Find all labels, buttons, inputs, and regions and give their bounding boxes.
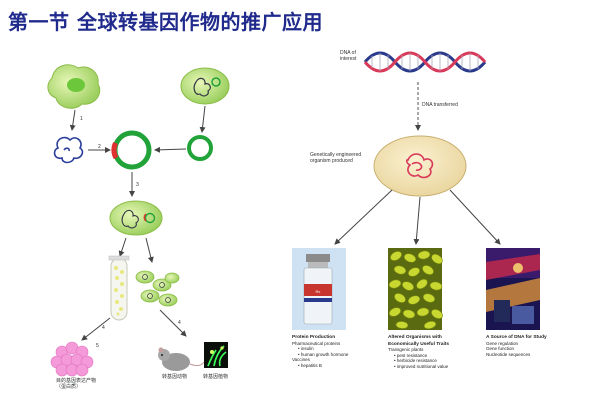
inserted-gene [111,141,119,160]
card-3-line-2: Gene function [486,346,515,351]
step-label-1: 1 [80,116,83,122]
transformed-bacterium [109,200,163,236]
arrow-1 [69,109,76,131]
card-2-line-3: • herbicide resistance [394,358,437,363]
card-3-line-1: Gene regulation [486,340,519,346]
bacterium-cell [180,67,230,105]
plant-label: 转基因植物 [203,374,229,380]
card-3-heading: A Source of DNA for Study [486,335,547,340]
plant-image [204,342,228,368]
step-label-3: 3 [136,182,139,188]
transgenic-crop-image [388,248,443,330]
card-2-line-4: • improved nutritional value [394,363,449,369]
step-label-4b: 4 [178,320,181,326]
arrow-to-card-1 [334,189,393,245]
protein-product [50,341,94,377]
gene-fragment [53,136,84,164]
arrow-to-protein [81,317,111,341]
svg-text:Rx: Rx [316,289,321,294]
mouse-image [158,347,205,371]
organism-label: Genetically engineered organism produced [310,152,362,164]
test-tube [108,255,130,321]
card-1-line-4: Vaccines [292,357,310,362]
card-3-caption: A Source of DNA for Study Gene regulatio… [486,334,558,357]
card-1-line-2: • insulin [298,346,314,351]
arrow-to-card-3 [449,189,501,245]
step-label-2: 2 [98,144,101,150]
card-2-line-2: • pest resistance [394,352,428,358]
dna-coil-icon [405,153,434,179]
arrow-4 [118,237,127,257]
dna-helix [363,51,487,73]
arrow-1b [199,105,206,133]
insulin-vial-image: Rx [292,248,346,330]
dna-of-interest-label: DNA of interest [340,50,357,62]
card-3-line-3: Nucleotide sequences [486,351,531,357]
slide-title: 第一节 全球转基因作物的推广应用 [8,10,323,34]
card-1-line-5: • hepatitis B [298,362,322,368]
card-1-heading: Protein Production [292,335,336,340]
dna-transferred-label: DNA transferred [422,102,458,108]
card-2-line-1: Transgenic plants [388,347,424,352]
card-1-line-1: Pharmaceutical proteins [292,340,341,346]
arrow-to-organisms [159,309,187,337]
arrow-to-card-2 [413,196,421,245]
donor-cell [47,64,101,109]
engineered-organism [373,135,467,197]
arrow-4b [145,237,154,263]
dna-research-image [486,248,540,330]
arrow-2b [154,146,187,153]
card-2-caption: Altered Organisms with Economically Usef… [388,334,468,369]
step-label-4a: 4 [102,325,105,331]
vector-plasmid [187,135,213,161]
protein-label: 目的基因表达产物（蛋白质） [56,378,97,390]
animal-label: 转基因动物 [162,374,188,380]
step-label-5: 5 [96,343,99,349]
card-2-heading: Altered Organisms with Economically Usef… [388,335,450,347]
card-1-caption: Protein Production Pharmaceutical protei… [292,334,364,368]
bacteria-colony [135,270,180,307]
card-1-line-3: • human growth hormone [298,351,349,357]
